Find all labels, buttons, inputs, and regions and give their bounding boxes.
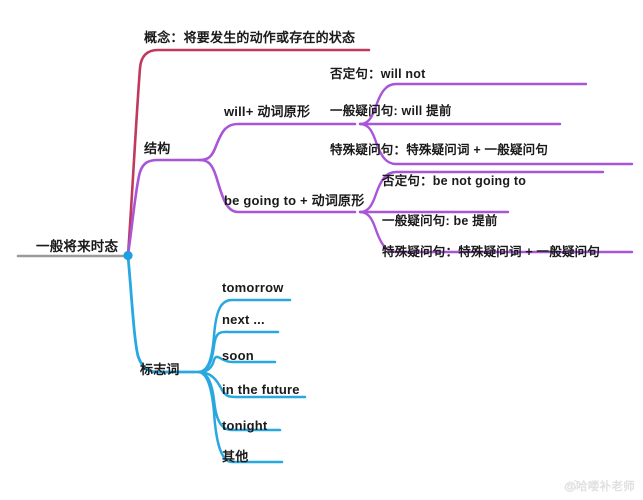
node-bgt-wh-question[interactable]: 特殊疑问句：特殊疑问词 + 一般疑问句 <box>382 245 601 259</box>
node-will-yesno-question[interactable]: 一般疑问句: will 提前 <box>330 104 452 118</box>
watermark: @哈喽补老师 <box>564 478 635 494</box>
node-be-going-to-form[interactable]: be going to + 动词原形 <box>224 193 365 208</box>
watermark-handle: @哈喽补老师 <box>564 481 635 493</box>
connector-bgt-wh <box>358 210 634 254</box>
connector-signal-future <box>196 370 307 399</box>
connector-will-wh <box>358 122 634 166</box>
node-structure[interactable]: 结构 <box>144 141 171 156</box>
connector-structure-bgt <box>198 158 357 214</box>
node-signal-tomorrow[interactable]: tomorrow <box>222 280 284 295</box>
weibo-icon <box>564 480 579 492</box>
root-dot <box>123 250 133 261</box>
connector-structure <box>126 158 202 257</box>
node-will-form[interactable]: will+ 动词原形 <box>224 104 311 119</box>
connector-signal-next <box>196 330 280 374</box>
node-signal-tonight[interactable]: tonight <box>222 418 268 433</box>
connector-signal-soon <box>196 355 277 374</box>
node-concept[interactable]: 概念：将要发生的动作或存在的状态 <box>144 30 356 45</box>
node-bgt-yesno-question[interactable]: 一般疑问句: be 提前 <box>382 214 498 228</box>
node-will-negative[interactable]: 否定句：will not <box>330 67 426 81</box>
node-will-wh-question[interactable]: 特殊疑问句：特殊疑问词 + 一般疑问句 <box>330 143 549 157</box>
connector-concept <box>126 48 371 257</box>
node-signal-words[interactable]: 标志词 <box>140 362 180 377</box>
node-signal-other[interactable]: 其他 <box>222 449 249 464</box>
connector-signal-other <box>196 370 284 464</box>
root-node-label[interactable]: 一般将来时态 <box>36 239 119 254</box>
connector-structure-will <box>198 122 357 162</box>
node-bgt-negative[interactable]: 否定句：be not going to <box>382 174 527 188</box>
connector-will-neg <box>358 82 588 126</box>
connector-bgt-neg <box>358 170 605 214</box>
node-signal-soon[interactable]: soon <box>222 348 254 363</box>
node-signal-in-the-future[interactable]: in the future <box>222 382 300 397</box>
connector-signal <box>126 254 198 374</box>
node-signal-next[interactable]: next ... <box>222 312 265 327</box>
